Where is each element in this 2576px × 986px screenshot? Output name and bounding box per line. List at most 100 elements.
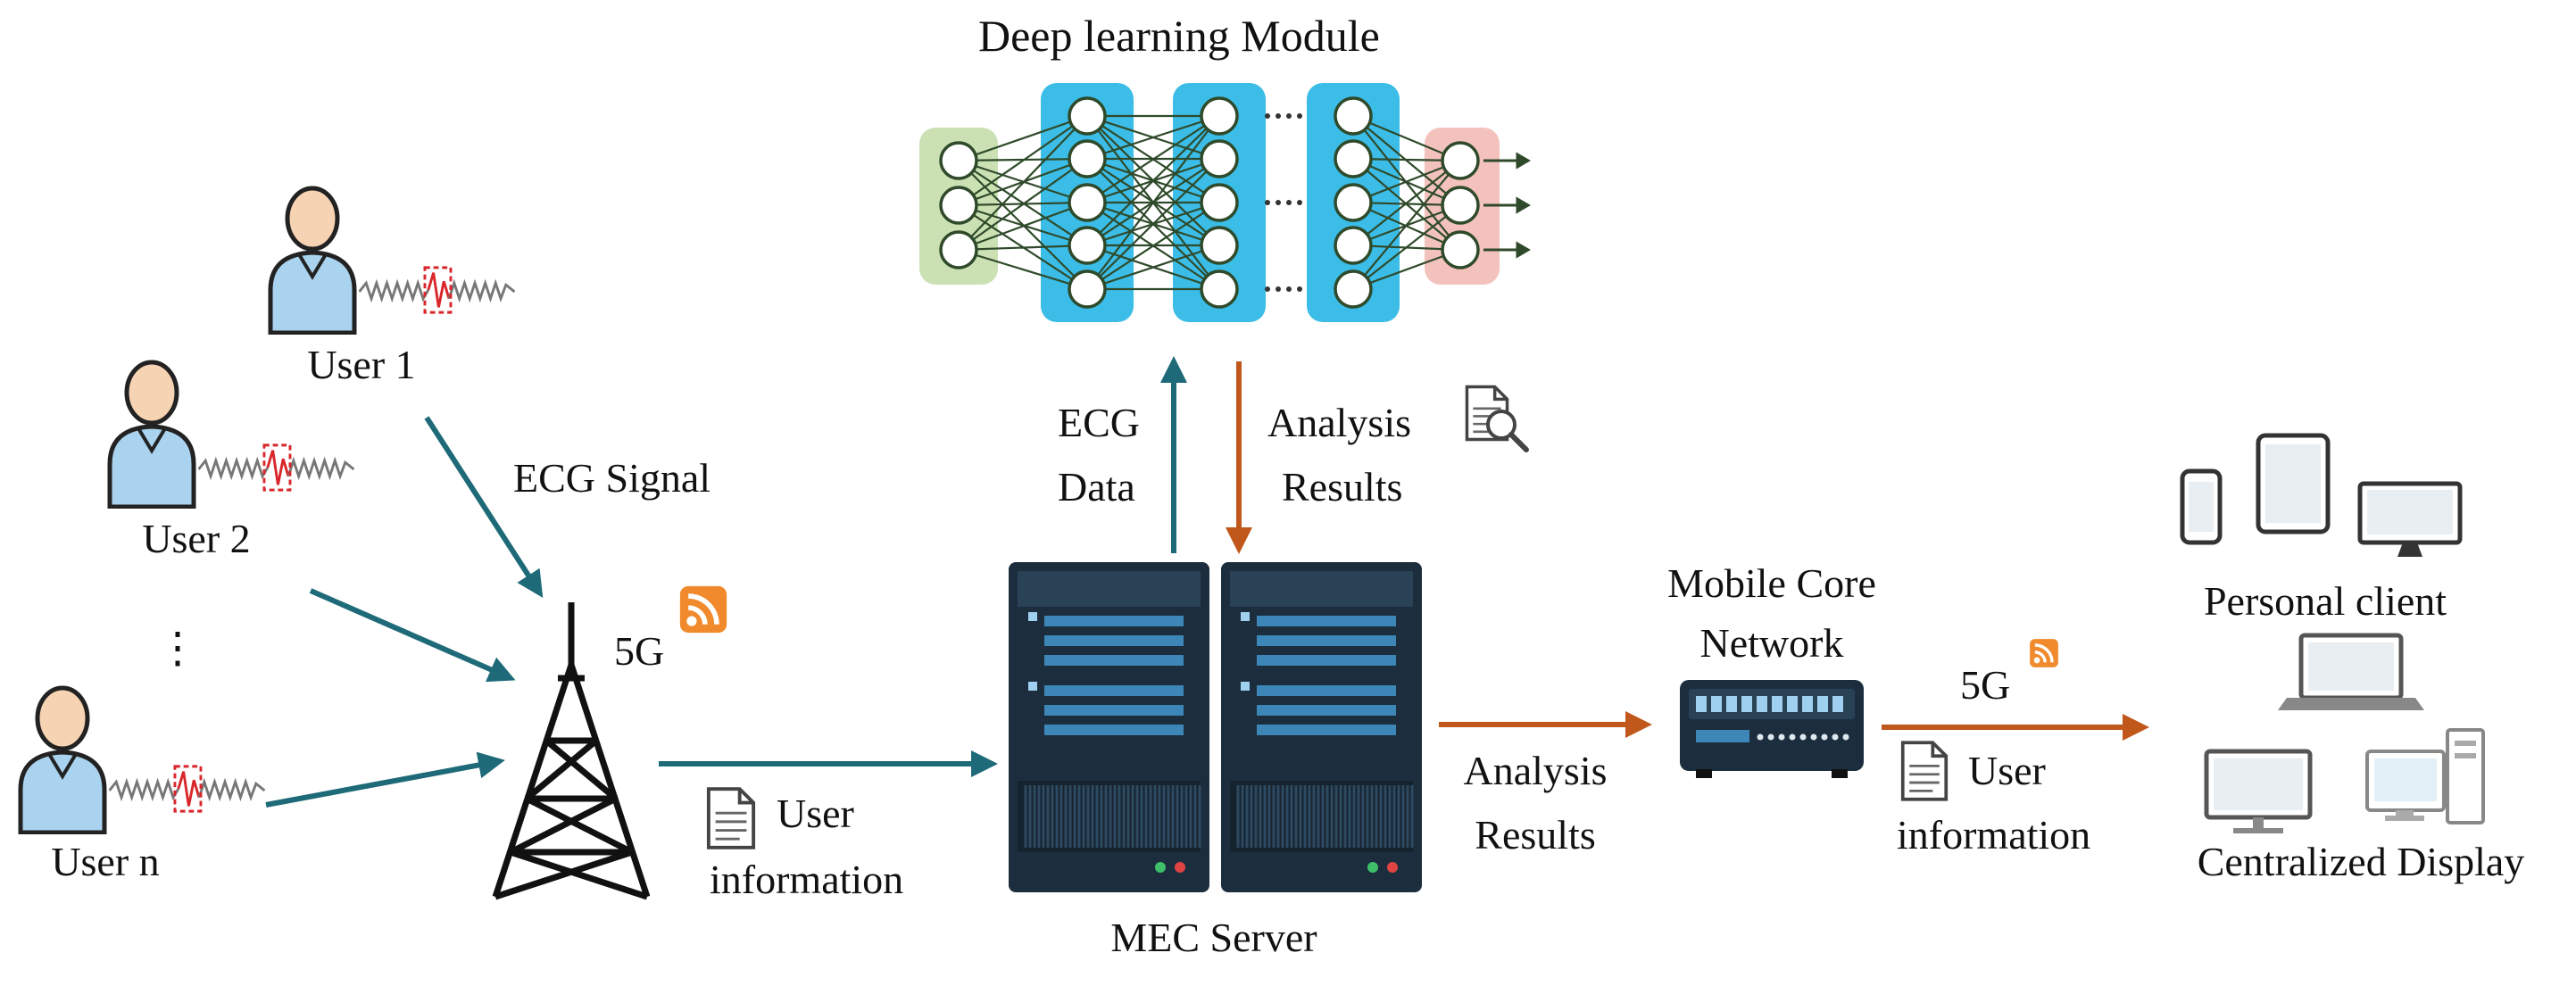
neural-network-icon [919, 83, 1531, 322]
nn-neuron [1068, 183, 1107, 222]
tablet-icon [2256, 433, 2331, 534]
link-user-information-line1: User [1968, 748, 2046, 793]
centralized-display-label: Centralized Display [2197, 839, 2525, 884]
rss-icon [2029, 638, 2059, 668]
nn-neuron [1334, 226, 1373, 265]
orange-arrows [1226, 361, 2149, 741]
nn-connection [958, 248, 1088, 291]
tower-5g-label: 5G [614, 628, 665, 674]
nn-connection [1086, 244, 1220, 291]
desktop-pc-icon [2365, 728, 2485, 824]
nn-neuron [1441, 230, 1480, 269]
nn-connection [1086, 115, 1220, 246]
ecg-waveform-icon [198, 443, 354, 492]
switch-port [1832, 696, 1843, 712]
switch-led [1778, 733, 1785, 741]
nn-neuron [939, 186, 978, 225]
nn-connection [1086, 115, 1220, 290]
nn-neuron [1068, 96, 1107, 136]
analysis-results-dl-line2: Results [1282, 464, 1403, 510]
user-1-label: User 1 [307, 342, 416, 387]
user-2-label: User 2 [142, 516, 251, 561]
switch-port [1817, 696, 1828, 712]
nn-neuron [1200, 139, 1239, 178]
core-network-line1: Mobile Core [1667, 560, 1876, 606]
nn-connection [1352, 160, 1461, 246]
nn-neuron [1200, 269, 1239, 309]
personal-client-label: Personal client [2203, 578, 2447, 624]
switch-led [1767, 733, 1774, 741]
teal-arrows [265, 356, 1187, 808]
user-1 [270, 188, 515, 333]
arrow-usern-to-tower [265, 751, 505, 808]
switch-led [1821, 733, 1828, 741]
switch-port [1741, 696, 1752, 712]
arrow-user2-to-tower [309, 588, 516, 683]
user-ellipsis: ⋮ [156, 625, 199, 672]
nn-neuron [1441, 186, 1480, 225]
link-5g-label: 5G [1960, 662, 2011, 708]
switch-led [1757, 733, 1764, 741]
user-n [21, 688, 265, 833]
switch-led [1832, 733, 1839, 741]
switch-port [1802, 696, 1813, 712]
user-information-line2: information [710, 857, 904, 902]
user-icon [110, 362, 194, 507]
arrow-user1-to-tower [424, 416, 544, 599]
analysis-results-dl-line1: Analysis [1267, 400, 1411, 445]
link-user-information-line2: information [1897, 812, 2091, 858]
analysis-results-core-line1: Analysis [1463, 748, 1608, 793]
nn-neuron [1200, 183, 1239, 222]
monitor-icon [2357, 481, 2463, 557]
ecg-signal-label: ECG Signal [513, 455, 711, 501]
user-n-label: User n [51, 839, 160, 884]
output-arrows [1483, 152, 1531, 259]
nn-neuron [1334, 183, 1373, 222]
rss-icon [680, 586, 727, 633]
nn-connection [1086, 158, 1220, 290]
ecg-waveform-icon [109, 765, 265, 813]
nn-neuron [1200, 96, 1239, 136]
nn-neuron [939, 141, 978, 180]
nn-connection [958, 201, 1088, 252]
nn-neuron [1068, 139, 1107, 178]
nn-neuron [1441, 141, 1480, 180]
cell-tower-icon [492, 602, 651, 900]
nn-connection [958, 114, 1088, 162]
ecg-data-line2: Data [1058, 464, 1135, 510]
nn-connection [1352, 204, 1461, 290]
switch-port [1696, 696, 1707, 712]
nn-connection [958, 115, 1088, 206]
switch-led [1842, 733, 1849, 741]
magnify-document-icon [1465, 385, 1529, 452]
switch-port [1726, 696, 1737, 712]
nn-connection [1086, 115, 1220, 203]
monitor-icon [2204, 749, 2313, 833]
nn-neuron [1334, 139, 1373, 178]
nn-connection [958, 158, 1088, 251]
nn-connection [1352, 160, 1461, 290]
diagram-title: Deep learning Module [978, 11, 1380, 61]
user-icon [21, 688, 104, 833]
switch-port [1757, 696, 1767, 712]
analysis-results-core-line2: Results [1475, 812, 1596, 858]
nn-neuron [1334, 96, 1373, 136]
laptop-icon [2278, 633, 2424, 710]
ecg-waveform-icon [359, 266, 515, 314]
switch-port [1772, 696, 1782, 712]
switch-port [1711, 696, 1722, 712]
nn-neuron [1068, 269, 1107, 309]
nn-connection [1086, 202, 1220, 290]
switch-port [1787, 696, 1798, 712]
user-icon [270, 188, 354, 333]
nn-connection [958, 115, 1088, 251]
mec-server-label: MEC Server [1110, 915, 1317, 960]
switch-led [1799, 733, 1807, 741]
switch-led [1810, 733, 1817, 741]
document-icon [706, 787, 756, 849]
document-icon [1900, 741, 1949, 801]
nn-neuron [1200, 226, 1239, 265]
nn-connection [1086, 114, 1220, 161]
